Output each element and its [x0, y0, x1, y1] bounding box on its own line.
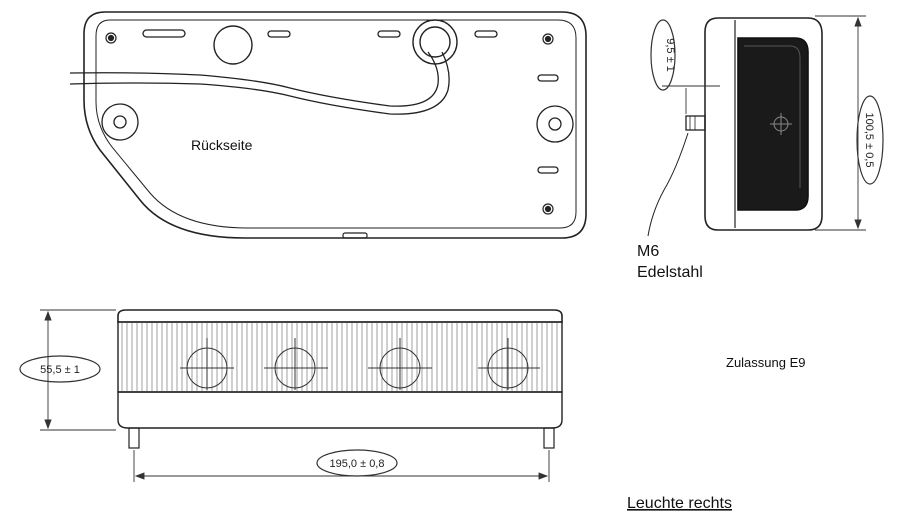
front-lamp-chambers: [180, 338, 540, 390]
mounting-hole-left: [101, 103, 139, 141]
stud: [543, 427, 555, 449]
side-view: [685, 17, 823, 231]
crosshair-icon: [770, 113, 792, 135]
crosshair-icon: [368, 338, 432, 390]
dimension-depth: [19, 309, 116, 431]
lens-ribs: [121, 323, 558, 391]
dimension-stud-length-text: 9,5 ± 1: [664, 38, 676, 72]
screw-icon: [542, 33, 554, 45]
crosshair-icon: [478, 338, 540, 390]
back-housing-outline: [83, 11, 587, 239]
back-view: [69, 11, 587, 239]
dimension-height-text: 100,5 ± 0,5: [863, 113, 875, 168]
dimension-bubble: [650, 19, 676, 91]
back-housing-inner: [95, 19, 577, 229]
dimension-depth-text: 55,5 ± 1: [40, 364, 80, 376]
thread-leader-line: [647, 132, 689, 237]
slot: [474, 30, 498, 38]
dimension-width-text: 195,0 ± 0,8: [330, 458, 385, 470]
dimension-bubble: [316, 449, 398, 477]
dimension-width: [133, 449, 550, 482]
slot: [267, 30, 291, 38]
approval-label: Zulassung E9: [726, 355, 806, 370]
cable: [69, 51, 450, 115]
dimension-stud-length: [650, 19, 720, 114]
front-base: [117, 391, 563, 429]
dimension-bubble: [856, 95, 884, 185]
back-side-label: Rückseite: [191, 137, 253, 153]
material-label: Edelstahl: [637, 264, 703, 281]
mounting-hole-right: [536, 105, 574, 143]
caption-label: Leuchte rechts: [627, 495, 732, 512]
front-view: [117, 309, 563, 449]
back-bottom-notch: [342, 232, 368, 239]
screw-icon: [542, 203, 554, 215]
side-lens-highlight: [744, 45, 801, 188]
plug-circle: [213, 25, 253, 65]
stud: [128, 427, 140, 449]
slot: [377, 30, 401, 38]
front-lens-body: [117, 321, 563, 393]
dimension-bubble: [19, 355, 101, 383]
dimension-height: [815, 15, 884, 231]
slot: [142, 29, 186, 38]
slot: [537, 74, 559, 82]
front-top-band: [117, 309, 563, 323]
thread-label: M6: [637, 243, 659, 260]
cable-grommet: [412, 19, 458, 65]
slot: [537, 166, 559, 174]
screw-icon: [105, 32, 117, 44]
crosshair-icon: [264, 338, 328, 390]
stud: [685, 115, 706, 131]
side-housing-outline: [704, 17, 823, 231]
crosshair-icon: [180, 338, 234, 390]
cable: [69, 51, 439, 107]
